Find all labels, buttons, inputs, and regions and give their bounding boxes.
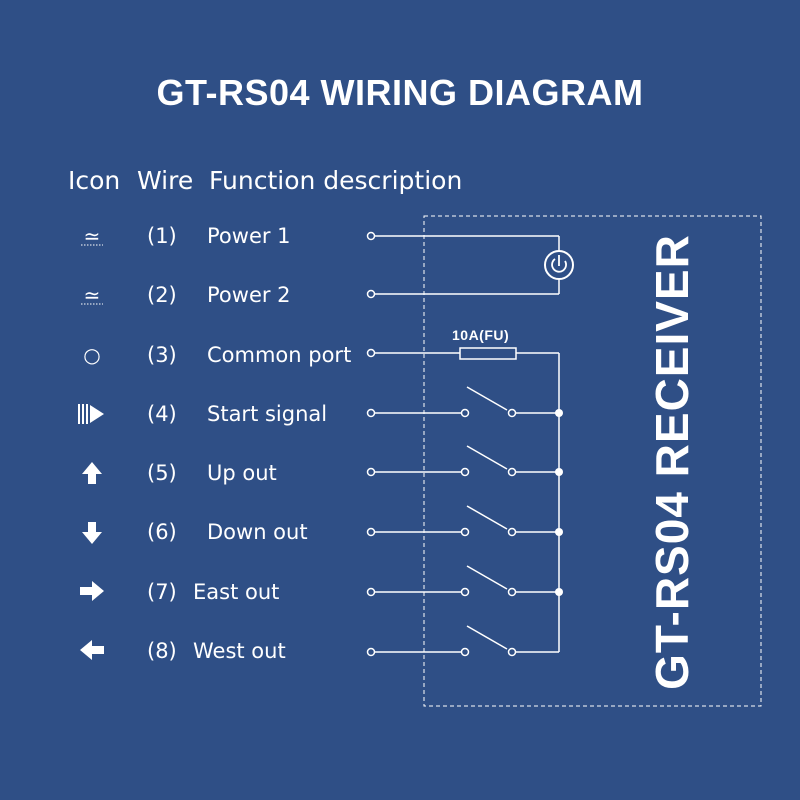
wire-number-7: (7)	[147, 580, 177, 604]
terminal-1	[366, 231, 376, 241]
output-7	[366, 565, 559, 597]
fuse-label: 10A(FU)	[452, 327, 510, 343]
function-east-out: East out	[193, 580, 280, 604]
output-6	[366, 505, 559, 537]
arrow-left-icon	[80, 640, 104, 660]
function-start-signal: Start signal	[207, 402, 328, 426]
output-8	[366, 625, 559, 657]
wire-number-8: (8)	[147, 639, 177, 663]
function-west-out: West out	[193, 639, 286, 663]
receiver-label: GT-RS04 RECEIVER	[646, 234, 698, 690]
junction-dots	[555, 409, 563, 596]
power-icon-dots	[81, 244, 103, 305]
output-5	[366, 445, 559, 477]
diagram-title: GT-RS04 WIRING DIAGRAM	[156, 72, 644, 113]
arrow-up-icon	[82, 462, 102, 484]
function-common-port: Common port	[207, 343, 352, 367]
power-2-icon: ≃	[83, 283, 101, 307]
wire-number-6: (6)	[147, 520, 177, 544]
power-glyph	[551, 255, 567, 273]
terminal-2	[366, 289, 376, 299]
wire-number-4: (4)	[147, 402, 177, 426]
fuse	[459, 347, 517, 360]
wire-number-5: (5)	[147, 461, 177, 485]
function-power-2: Power 2	[207, 283, 291, 307]
start-signal-icon	[78, 404, 104, 424]
power-1-icon: ≃	[83, 224, 101, 248]
header-wire: Wire	[137, 166, 194, 195]
wire-number-2: (2)	[147, 283, 177, 307]
terminal-3	[366, 348, 376, 358]
wire-number-1: (1)	[147, 224, 177, 248]
arrow-down-icon	[82, 522, 102, 544]
header-icon: Icon	[68, 166, 121, 195]
arrow-right-icon	[80, 581, 104, 601]
circle-icon: ○	[83, 343, 101, 367]
receiver-box	[423, 215, 762, 707]
wire-number-3: (3)	[147, 343, 177, 367]
output-4	[366, 386, 559, 418]
function-down-out: Down out	[207, 520, 308, 544]
header-function: Function description	[209, 166, 463, 195]
function-power-1: Power 1	[207, 224, 291, 248]
function-up-out: Up out	[207, 461, 277, 485]
